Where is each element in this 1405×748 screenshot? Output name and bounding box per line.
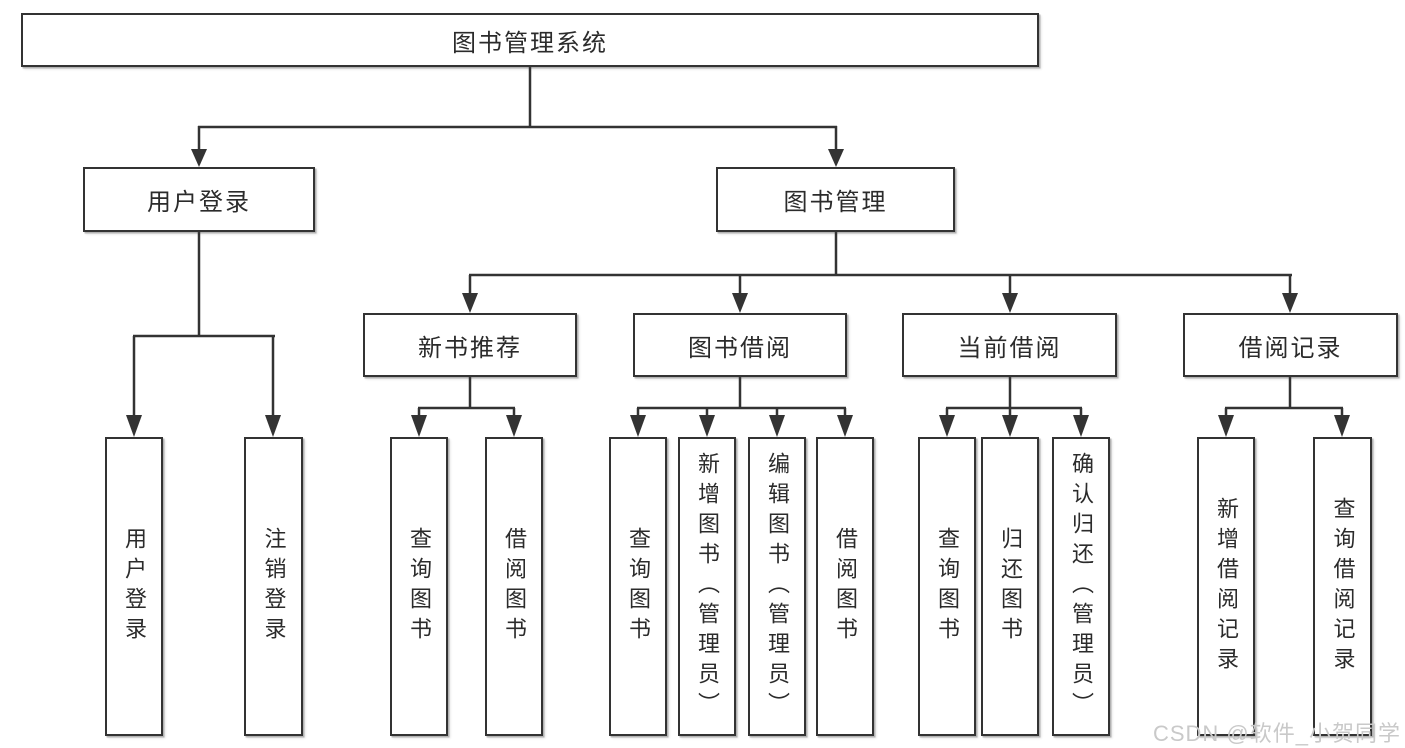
node-current-borrow: 当前借阅 [902,313,1117,377]
node-leaf-logout-label: 注销登录 [261,526,287,647]
node-leaf-br-query: 查询借阅记录 [1313,437,1372,736]
node-leaf-cb-return: 归还图书 [981,437,1039,736]
node-leaf-bb-edit-label: 编辑图书（管理员） [765,451,790,722]
node-leaf-bb-query: 查询图书 [609,437,667,736]
arrow-down-icon [837,415,853,437]
node-leaf-bb-borrow: 借阅图书 [816,437,874,736]
node-leaf-cb-confirm-label: 确认归还（管理员） [1069,451,1094,722]
connector-book-borrow-children [630,377,853,437]
node-leaf-br-add-label: 新增借阅记录 [1214,496,1239,677]
arrow-down-icon [1334,415,1350,437]
node-leaf-bb-add: 新增图书（管理员） [678,437,736,736]
node-leaf-user-login: 用户登录 [105,437,163,736]
node-leaf-user-login-label: 用户登录 [122,526,147,647]
node-root-label: 图书管理系统 [452,29,608,57]
arrow-down-icon [126,415,142,437]
arrow-down-icon [1218,415,1234,437]
arrow-down-icon [506,415,522,437]
node-user-login-label: 用户登录 [147,189,251,216]
node-user-login: 用户登录 [83,167,315,232]
node-current-borrow-label: 当前借阅 [957,334,1062,362]
node-leaf-cb-confirm: 确认归还（管理员） [1052,437,1110,736]
connector-root-children [191,67,844,167]
arrow-down-icon [699,415,715,437]
arrow-down-icon [939,415,955,437]
node-borrow-record: 借阅记录 [1183,313,1398,377]
arrow-down-icon [1002,415,1018,437]
node-new-book-rec: 新书推荐 [363,313,577,377]
arrow-down-icon [411,415,427,437]
node-leaf-bb-borrow-label: 借阅图书 [833,526,858,647]
node-leaf-cb-return-label: 归还图书 [998,526,1023,647]
node-new-book-rec-label: 新书推荐 [418,334,522,362]
arrow-down-icon [732,293,748,313]
node-root: 图书管理系统 [21,13,1039,67]
node-leaf-bb-edit: 编辑图书（管理员） [748,437,806,736]
node-leaf-nb-borrow-label: 借阅图书 [502,526,527,647]
node-leaf-nb-query: 查询图书 [390,437,448,736]
csdn-watermark: CSDN @软件_小贺同学 [1152,721,1401,746]
arrow-down-icon [828,149,844,167]
arrow-down-icon [191,149,207,167]
node-leaf-br-add: 新增借阅记录 [1197,437,1255,736]
connector-borrow-record-children [1218,377,1350,437]
arrow-down-icon [1282,293,1298,313]
node-leaf-cb-query: 查询图书 [918,437,976,736]
arrow-down-icon [265,415,281,437]
connector-new-book-rec-children [411,377,522,437]
node-leaf-logout: 注销登录 [244,437,303,736]
node-leaf-cb-query-label: 查询图书 [935,526,960,647]
node-leaf-br-query-label: 查询借阅记录 [1330,496,1356,677]
node-leaf-bb-add-label: 新增图书（管理员） [695,451,720,722]
arrow-down-icon [462,293,478,313]
node-book-borrow-label: 图书借阅 [688,334,792,362]
node-book-mgmt: 图书管理 [716,167,955,232]
node-book-mgmt-label: 图书管理 [783,189,888,216]
node-leaf-bb-query-label: 查询图书 [626,526,651,647]
connector-book-mgmt-children [462,232,1298,313]
arrow-down-icon [769,415,785,437]
node-leaf-nb-borrow: 借阅图书 [485,437,543,736]
arrow-down-icon [1073,415,1089,437]
connector-user-login-children [126,232,281,437]
arrow-down-icon [1002,293,1018,313]
node-book-borrow: 图书借阅 [633,313,847,377]
arrow-down-icon [630,415,646,437]
node-leaf-nb-query-label: 查询图书 [407,526,432,647]
connector-current-borrow-children [939,377,1089,437]
node-borrow-record-label: 借阅记录 [1238,334,1343,362]
